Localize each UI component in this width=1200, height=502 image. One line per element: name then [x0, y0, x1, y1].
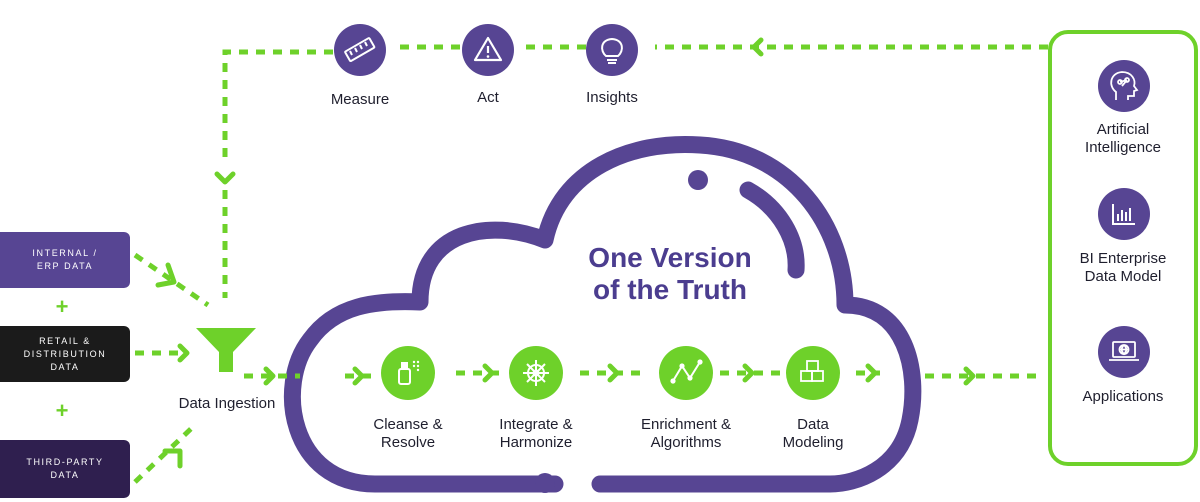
data-modeling-label: Data Modeling	[782, 416, 844, 451]
internal-erp-data-box: INTERNAL / ERP DATA	[0, 232, 130, 288]
ship-wheel-icon	[523, 360, 549, 386]
retail-distribution-data-box: RETAIL & DISTRIBUTION DATA	[0, 326, 130, 382]
enrichment-algorithms-label: Enrichment & Algorithms	[640, 416, 732, 451]
act-circle	[462, 24, 514, 76]
spray-bottle-icon	[398, 360, 420, 385]
measure-label: Measure	[330, 91, 390, 108]
bi-circle	[1098, 188, 1150, 240]
ruler-icon	[344, 37, 376, 62]
data-ingestion-label: Data Ingestion	[178, 395, 276, 412]
plus-sign-1: +	[55, 294, 69, 319]
bar-chart-icon	[1112, 204, 1135, 225]
enrichment-step	[659, 346, 713, 400]
laptop-globe-icon	[1109, 341, 1139, 361]
insights-label: Insights	[586, 89, 638, 106]
cleanse-resolve-label: Cleanse & Resolve	[373, 416, 443, 451]
ai-circle	[1098, 60, 1150, 112]
line-graph-icon	[670, 359, 703, 384]
ai-head-icon	[1110, 71, 1139, 100]
cloud-dot-top	[688, 170, 708, 190]
cloud-title: One Version of the Truth	[588, 242, 752, 305]
applications-label: Applications	[1082, 388, 1164, 405]
cloud-dot-bottom	[535, 473, 555, 493]
artificial-intelligence-label: Artificial Intelligence	[1085, 121, 1161, 156]
measure-circle	[334, 24, 386, 76]
funnel-icon	[196, 328, 256, 372]
outputs-panel	[1048, 30, 1198, 466]
cleanse-step	[381, 346, 435, 400]
insights-circle	[586, 24, 638, 76]
bi-enterprise-data-model-label: BI Enterprise Data Model	[1079, 250, 1167, 285]
cloud-shape	[283, 135, 922, 493]
integrate-harmonize-label: Integrate & Harmonize	[499, 416, 573, 451]
act-label: Act	[477, 89, 499, 106]
plus-sign-2: +	[55, 398, 69, 423]
modeling-step	[786, 346, 840, 400]
cloud-highlight	[739, 181, 805, 279]
third-party-data-box: THIRD-PARTY DATA	[0, 440, 130, 498]
integrate-step	[509, 346, 563, 400]
cubes-icon	[800, 360, 824, 382]
lightbulb-icon	[601, 37, 623, 64]
warning-icon	[473, 36, 503, 62]
chevrons	[155, 37, 976, 469]
apps-circle	[1098, 326, 1150, 378]
